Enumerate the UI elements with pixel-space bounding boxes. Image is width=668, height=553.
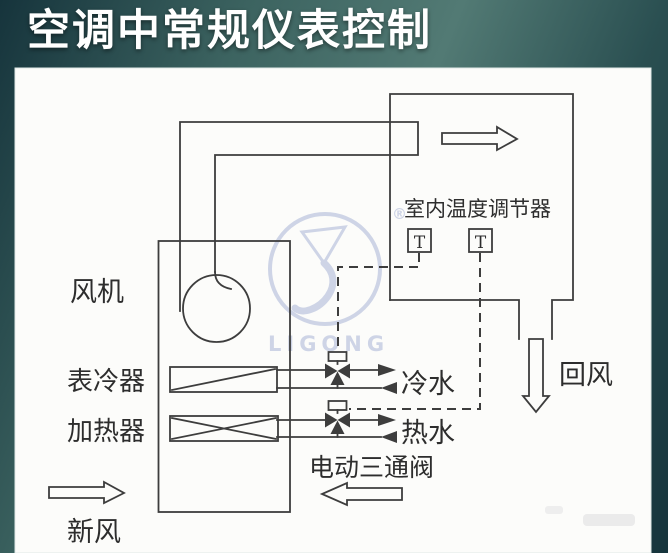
page-title: 空调中常规仪表控制 [27, 6, 432, 56]
room-box [389, 93, 574, 340]
hot-water-label: 热水 [401, 418, 455, 449]
watermark-circle-icon [268, 212, 382, 326]
watermark: LIGONG ® [268, 205, 412, 356]
supply-air-arrow-icon [441, 125, 519, 152]
watermark-registered-icon: ® [392, 205, 412, 223]
heater-label: 加热器 [67, 417, 145, 447]
sensor1-label: T [414, 233, 426, 253]
hot-water-pipes [276, 414, 397, 443]
sensor2-signal-line [349, 253, 481, 410]
return-duct-wall [389, 299, 520, 340]
fan-label: 风机 [70, 277, 124, 308]
heating-coil-cross [170, 416, 278, 441]
fan-circle [182, 274, 251, 343]
sensor1-signal-line [337, 253, 420, 351]
cooling-coil [169, 366, 278, 393]
artifact-smudge [545, 506, 563, 514]
title-bar: 空调中常规仪表控制 [0, 0, 668, 68]
cooler-label: 表冷器 [67, 367, 145, 397]
cold-water-valve [325, 351, 350, 389]
sensor2-box [468, 228, 493, 253]
fresh-air-label: 新风 [67, 517, 121, 548]
artifact-smudge [583, 514, 635, 526]
return-air-label: 回风 [559, 360, 613, 391]
valve-triangle-bottom-icon [330, 371, 345, 385]
hot-water-pipe-lines [276, 419, 382, 438]
cold-water-out-arrow-icon [378, 364, 396, 376]
cold-water-in-arrow-icon [381, 382, 397, 394]
watermark-triangle-icon [299, 225, 348, 266]
valve-actuator [327, 351, 348, 362]
watermark-brand: LIGONG [268, 332, 389, 356]
watermark-swoosh-icon [291, 259, 337, 315]
water-return-arrow-icon [319, 481, 403, 507]
cooling-coil-box [169, 366, 278, 393]
return-air-arrow-icon [521, 338, 551, 414]
diagram-panel [14, 67, 652, 553]
heating-coil [169, 415, 279, 442]
thermostat-label: 室内温度调节器 [404, 197, 551, 221]
three-way-valve-label: 电动三通阀 [309, 453, 434, 482]
cold-water-label: 冷水 [401, 369, 455, 400]
hot-water-valve [325, 400, 350, 438]
valve-triangle-left-icon [325, 412, 338, 428]
hot-water-in-arrow-icon [381, 431, 397, 443]
supply-duct [179, 121, 419, 312]
valve-triangle-left-icon [325, 363, 338, 379]
sensor1-box [407, 228, 432, 253]
fresh-air-arrow-icon [48, 480, 126, 505]
cooling-coil-diagonal [170, 367, 277, 392]
valve-triangle-bottom-icon [330, 420, 345, 434]
cold-water-pipes [276, 364, 397, 394]
cold-water-pipe-lines [276, 369, 382, 389]
hot-water-out-arrow-icon [378, 414, 396, 426]
valve-actuator [327, 400, 348, 411]
valve-triangle-right-icon [337, 412, 350, 428]
valve-triangle-right-icon [337, 363, 350, 379]
sensor2-label: T [475, 233, 487, 253]
ahu-box [157, 240, 291, 513]
heating-coil-box [169, 415, 279, 442]
